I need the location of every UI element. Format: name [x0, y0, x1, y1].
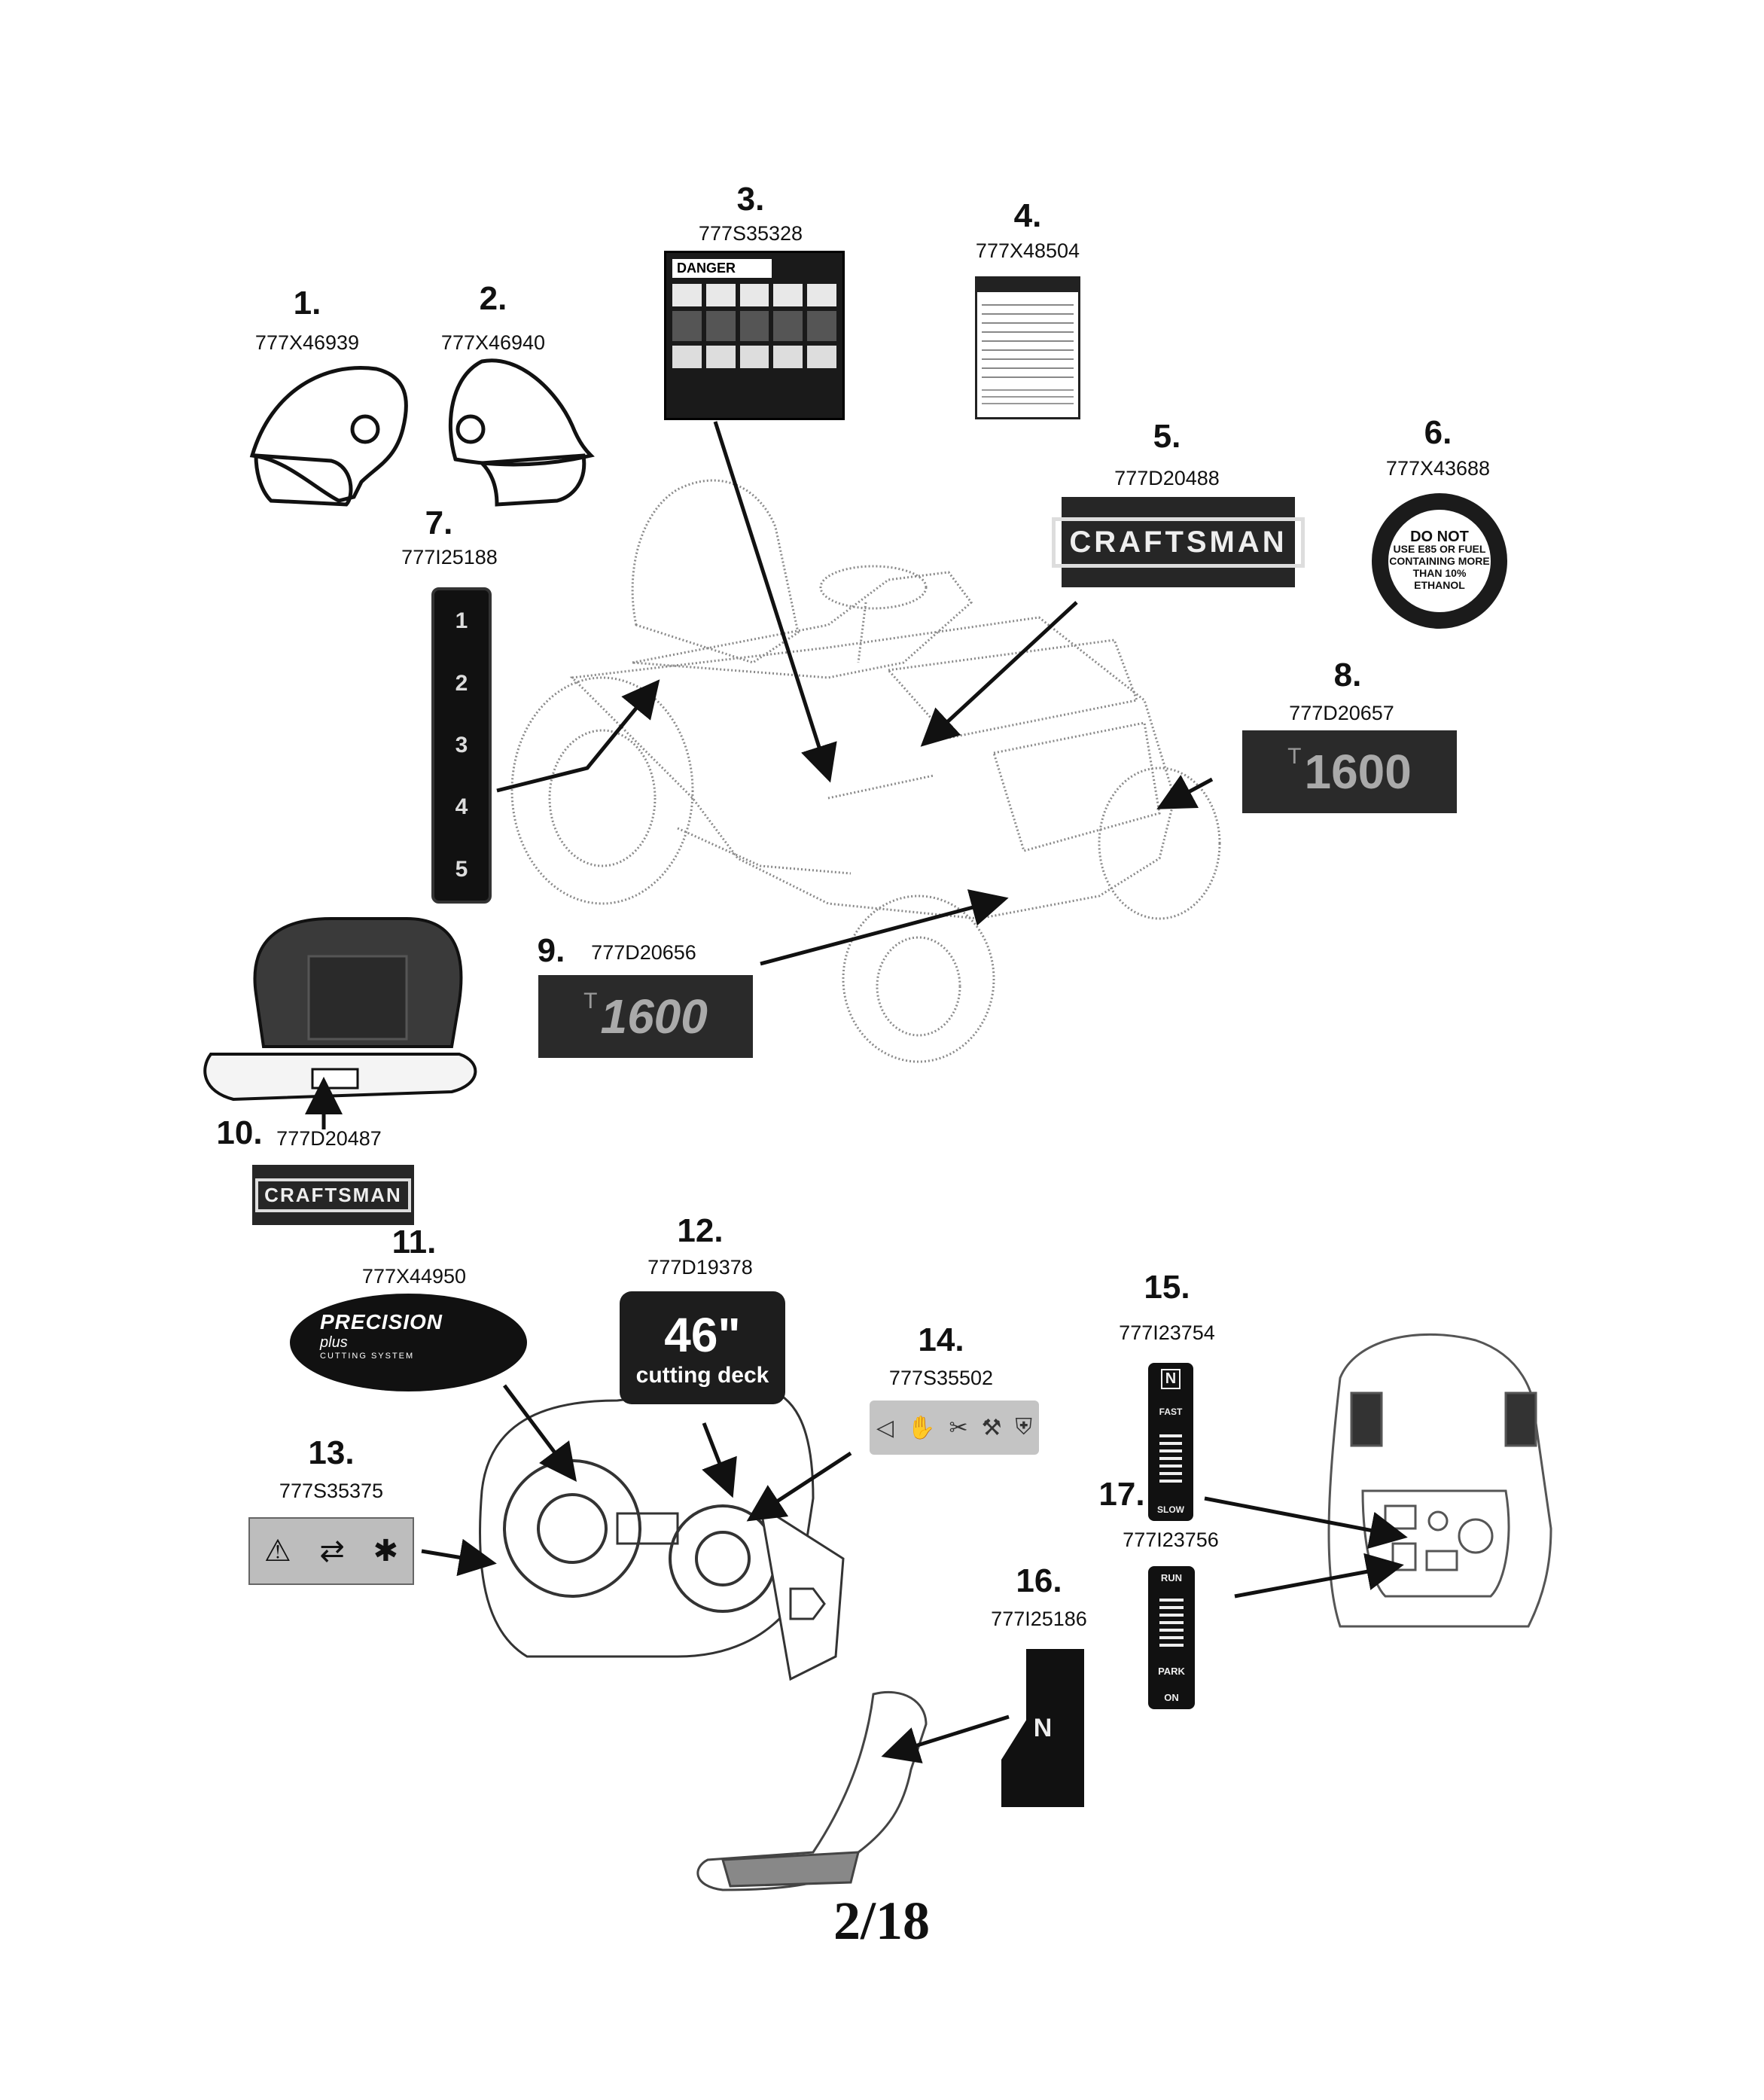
tractor-illustration	[510, 479, 1221, 1063]
fender-illustration	[696, 1690, 928, 1891]
part-number-10: 10.	[216, 1114, 263, 1151]
decal-5-craftsman-label: CRAFTSMAN	[1052, 497, 1305, 587]
decal-2-outline	[448, 358, 595, 507]
part-number-8: 8.	[1333, 657, 1362, 693]
pto-on: ON	[1164, 1691, 1179, 1703]
part-number-11: 11.	[391, 1224, 437, 1260]
triangle-icon: ◁	[876, 1415, 894, 1440]
throttle-scale	[1159, 1434, 1182, 1487]
height-mark-5: 5	[455, 856, 468, 882]
decal-3-danger-label: DANGER	[664, 251, 845, 420]
part-id-7: 777I25188	[401, 546, 498, 568]
decal-13-deck-warning: ⚠ ⇄ ✱	[248, 1517, 414, 1585]
decal-4-info-chart	[975, 276, 1080, 419]
dash-illustration	[1327, 1333, 1552, 1628]
height-mark-3: 3	[455, 732, 468, 757]
height-mark-2: 2	[455, 670, 468, 696]
part-number-17: 17.	[1098, 1476, 1145, 1513]
craftsman-logo: CRAFTSMAN	[255, 1178, 411, 1212]
fuel-warning-line-3: CONTAINING MORE	[1389, 555, 1490, 567]
neutral-mark: N	[1033, 1713, 1053, 1742]
tool-icon: ⚒	[981, 1415, 1002, 1440]
part-number-1: 1.	[293, 285, 321, 322]
part-id-4: 777X48504	[975, 239, 1080, 262]
part-id-2: 777X46940	[440, 331, 546, 354]
pto-park: PARK	[1158, 1666, 1185, 1678]
model-prefix: T	[583, 989, 598, 1013]
decal-11-precision-plus: PRECISION plus CUTTING SYSTEM	[290, 1294, 527, 1391]
part-id-14: 777S35502	[888, 1367, 994, 1389]
callout-arrows	[305, 421, 1408, 1763]
part-id-12: 777D19378	[647, 1256, 753, 1279]
part-number-9: 9.	[537, 932, 565, 969]
decal-17-pto: RUN PARK ON	[1148, 1566, 1195, 1709]
danger-heading: DANGER	[672, 259, 772, 278]
fuel-warning-line-2: USE E85 OR FUEL	[1393, 543, 1486, 555]
part-number-5: 5.	[1153, 418, 1181, 455]
model-number: 1600	[1304, 745, 1412, 799]
deck-size-value: 46"	[664, 1308, 741, 1362]
throttle-fast: FAST	[1159, 1407, 1183, 1417]
hand-icon: ✋	[907, 1415, 936, 1440]
part-number-6: 6.	[1424, 414, 1452, 451]
part-number-3: 3.	[736, 181, 765, 218]
part-number-16: 16.	[1016, 1562, 1062, 1599]
part-id-17: 777I23756	[1123, 1529, 1219, 1551]
part-id-8: 777D20657	[1289, 702, 1394, 724]
part-id-3: 777S35328	[698, 222, 803, 245]
part-id-6: 777X43688	[1385, 457, 1491, 480]
fuel-warning-line-4: THAN 10% ETHANOL	[1412, 567, 1467, 591]
shield-icon: ⛨	[1015, 1415, 1032, 1440]
thrown-objects-icon: ✱	[373, 1535, 399, 1568]
decal-9-model-label: T 1600	[538, 975, 753, 1058]
precision-plus-word: plus	[320, 1334, 348, 1351]
part-id-11: 777X44950	[361, 1265, 467, 1288]
model-number: 1600	[600, 989, 708, 1044]
danger-pictograms	[672, 284, 836, 368]
decal-8-model-label: T 1600	[1242, 730, 1457, 813]
pto-run: RUN	[1160, 1572, 1183, 1583]
discharge-icon: ⇄	[319, 1535, 345, 1568]
decal-12-deck-size: 46" cutting deck	[620, 1291, 785, 1404]
decal-7-height-scale: 1 2 3 4 5	[431, 587, 492, 904]
part-number-2: 2.	[479, 280, 507, 317]
page-label: 2/18	[833, 1891, 931, 1951]
part-id-16: 777I25186	[991, 1608, 1087, 1630]
part-id-13: 777S35375	[279, 1480, 384, 1502]
deck-size-text: cutting deck	[635, 1363, 769, 1388]
model-prefix: T	[1287, 744, 1302, 769]
decal-14-chute-warning: ◁ ✋ ✂ ⚒ ⛨	[870, 1401, 1039, 1455]
height-mark-4: 4	[455, 794, 468, 820]
decal-1-outline	[249, 366, 408, 507]
part-id-10: 777D20487	[276, 1127, 382, 1150]
part-number-14: 14.	[918, 1321, 964, 1358]
blade-icon: ✂	[949, 1415, 968, 1440]
decal-6-fuel-warning: DO NOT USE E85 OR FUEL CONTAINING MORE T…	[1372, 493, 1507, 629]
decal-10-craftsman-label: CRAFTSMAN	[252, 1165, 414, 1225]
part-number-13: 13.	[308, 1434, 355, 1471]
part-id-1: 777X46939	[254, 331, 360, 354]
neutral-mark: N	[1160, 1369, 1181, 1389]
throttle-slow: SLOW	[1157, 1504, 1184, 1515]
craftsman-logo: CRAFTSMAN	[1052, 517, 1305, 568]
part-id-5: 777D20488	[1114, 467, 1220, 489]
part-number-7: 7.	[425, 504, 453, 541]
part-id-9: 777D20656	[591, 941, 696, 964]
part-number-4: 4.	[1013, 197, 1042, 234]
part-number-15: 15.	[1144, 1269, 1190, 1306]
pto-scale	[1159, 1598, 1184, 1651]
part-number-12: 12.	[677, 1212, 724, 1249]
fuel-warning-line-1: DO NOT	[1410, 529, 1469, 545]
precision-logo: PRECISION	[320, 1310, 443, 1333]
decal-15-throttle: N FAST SLOW	[1148, 1363, 1193, 1521]
part-id-15: 777I23754	[1119, 1321, 1215, 1344]
warning-triangle-icon: ⚠	[264, 1535, 291, 1568]
precision-subtitle: CUTTING SYSTEM	[320, 1352, 415, 1361]
seat-illustration	[203, 917, 477, 1102]
mower-deck-illustration	[479, 1384, 845, 1681]
height-mark-1: 1	[455, 608, 468, 634]
